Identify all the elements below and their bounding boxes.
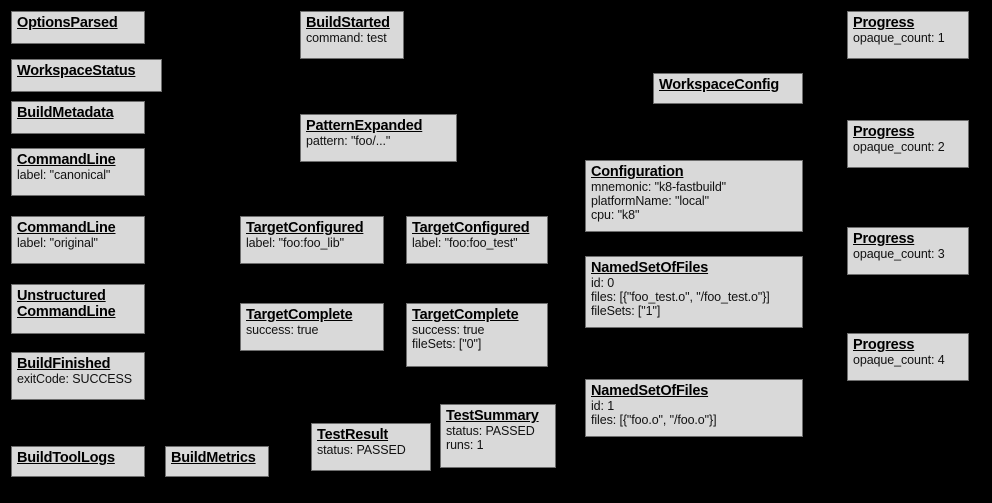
event-node-title: CommandLine [17,220,116,236]
event-node-title: TargetConfigured [246,220,364,236]
event-node-title: BuildFinished [17,356,111,372]
event-node-title: TargetComplete [246,307,353,323]
event-node-attribute: fileSets: ["1"] [591,304,661,318]
event-node-options-parsed[interactable]: OptionsParsed [11,11,145,44]
event-node-title: Configuration [591,164,684,180]
event-node-attribute: platformName: "local" [591,194,709,208]
event-node-attribute: label: "foo:foo_lib" [246,236,344,250]
event-node-title: Progress [853,337,915,353]
event-node-attribute: files: [{"foo.o", "/foo.o"}] [591,413,717,427]
event-node-title: BuildToolLogs [17,450,115,466]
event-node-build-metrics[interactable]: BuildMetrics [165,446,269,477]
event-node-attribute: success: true [412,323,485,337]
event-node-title: OptionsParsed [17,15,118,31]
event-node-attribute: status: PASSED [317,443,406,457]
event-node-attribute: label: "original" [17,236,98,250]
event-node-title: TargetComplete [412,307,519,323]
event-node-title: TargetConfigured [412,220,530,236]
event-node-title: NamedSetOfFiles [591,260,709,276]
event-node-workspace-status[interactable]: WorkspaceStatus [11,59,162,92]
event-node-title: BuildMetadata [17,105,114,121]
event-node-attribute: cpu: "k8" [591,208,640,222]
event-node-title: WorkspaceStatus [17,63,136,79]
event-node-title: PatternExpanded [306,118,423,134]
event-node-attribute: success: true [246,323,319,337]
event-node-build-metadata[interactable]: BuildMetadata [11,101,145,134]
event-node-attribute: opaque_count: 1 [853,31,945,45]
event-node-attribute: files: [{"foo_test.o", "/foo_test.o"}] [591,290,770,304]
event-node-attribute: label: "canonical" [17,168,111,182]
event-node-attribute: fileSets: ["0"] [412,337,482,351]
event-node-workspace-config[interactable]: WorkspaceConfig [653,73,803,104]
event-node-attribute: runs: 1 [446,438,484,452]
event-node-attribute: opaque_count: 4 [853,353,945,367]
event-node-attribute: id: 0 [591,276,615,290]
event-node-attribute: mnemonic: "k8-fastbuild" [591,180,727,194]
event-node-title: CommandLine [17,152,116,168]
event-node-attribute: opaque_count: 3 [853,247,945,261]
event-node-title: BuildStarted [306,15,390,31]
event-node-title: TestResult [317,427,389,443]
event-node-build-tool-logs[interactable]: BuildToolLogs [11,446,145,477]
event-node-attribute: status: PASSED [446,424,535,438]
event-node-title: Progress [853,231,915,247]
event-node-attribute: command: test [306,31,387,45]
event-node-attribute: pattern: "foo/..." [306,134,391,148]
event-node-title: Progress [853,15,915,31]
event-node-title: Progress [853,124,915,140]
event-node-attribute: exitCode: SUCCESS [17,372,133,386]
event-node-attribute: label: "foo:foo_test" [412,236,518,250]
event-node-title: BuildMetrics [171,450,256,466]
event-node-attribute: id: 1 [591,399,615,413]
event-node-title: TestSummary [446,408,539,424]
event-node-attribute: opaque_count: 2 [853,140,945,154]
event-node-title: Unstructured CommandLine [17,288,116,320]
event-node-title: WorkspaceConfig [659,77,780,93]
event-node-unstructured-command-line[interactable]: Unstructured CommandLine [11,284,145,334]
event-node-title: NamedSetOfFiles [591,383,709,399]
